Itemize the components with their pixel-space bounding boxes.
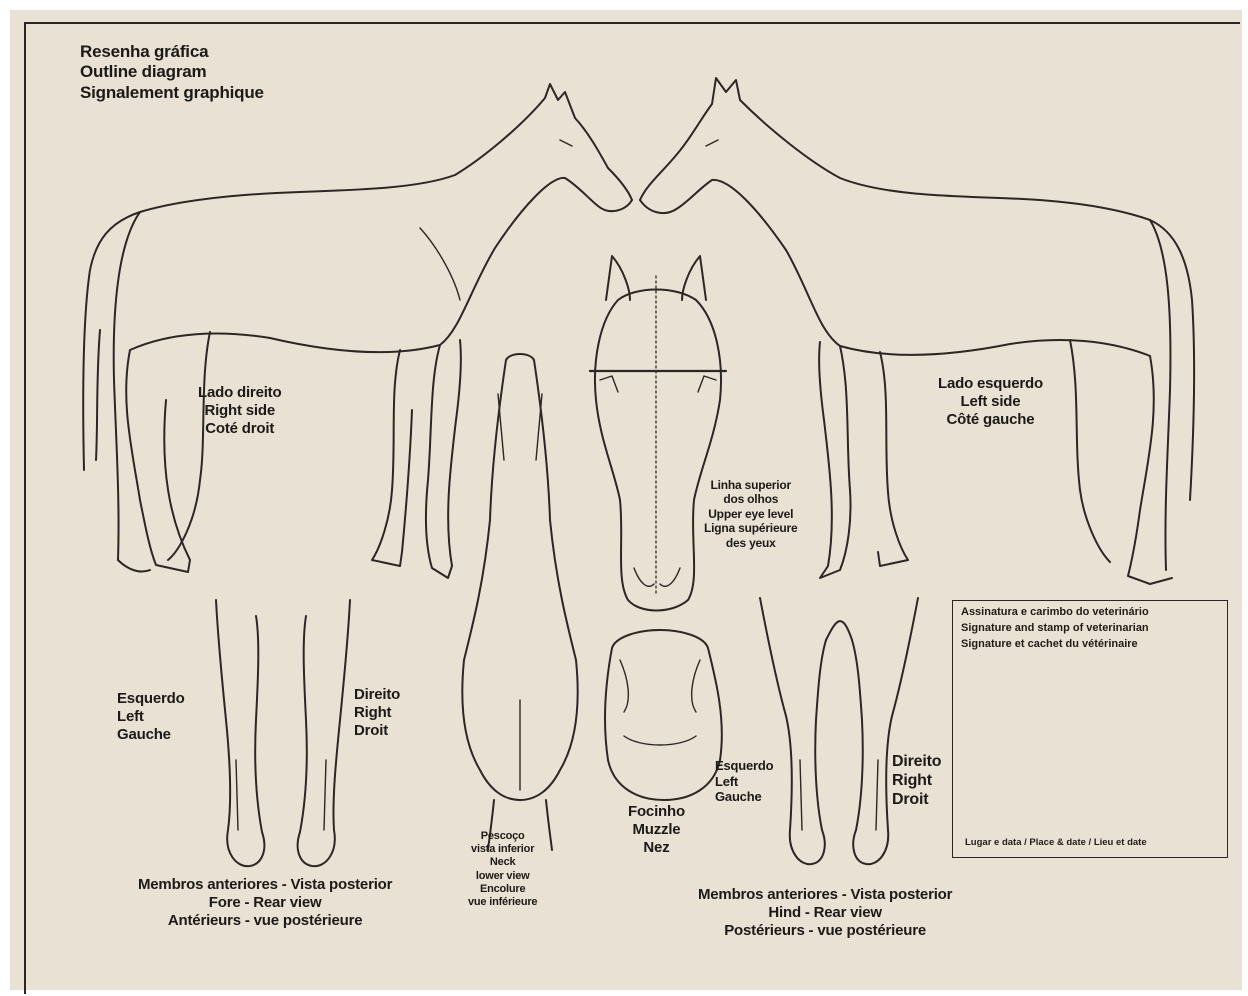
hind-caption-pt: Membros anteriores - Vista posterior: [698, 886, 952, 904]
hind-left-label: Esquerdo Left Gauche: [715, 758, 773, 805]
left-side-pt: Lado esquerdo: [938, 375, 1043, 393]
fore-legs-rear-view-outline: [216, 600, 350, 866]
title-pt: Resenha gráfica: [80, 42, 264, 62]
neck-label: Pescoço vista inferior Neck lower view E…: [468, 830, 537, 909]
neck-fr1: Encolure: [468, 883, 537, 896]
left-side-fr: Côté gauche: [938, 411, 1043, 429]
head-front-view-outline: [590, 256, 726, 611]
hind-caption-en: Hind - Rear view: [698, 904, 952, 922]
fore-legs-caption: Membros anteriores - Vista posterior For…: [138, 876, 392, 930]
neck-en2: lower view: [468, 870, 537, 883]
right-side-label: Lado direito Right side Coté droit: [198, 384, 281, 438]
muzzle-outline: [605, 630, 722, 800]
eye-level-en: Upper eye level: [704, 507, 798, 521]
fore-right-pt: Direito: [354, 686, 400, 704]
hind-right-label: Direito Right Droit: [892, 752, 941, 810]
neck-lower-view-outline: [462, 354, 577, 850]
fore-left-en: Left: [117, 708, 185, 726]
left-side-en: Left side: [938, 393, 1043, 411]
signature-box[interactable]: Assinatura e carimbo do veterinário Sign…: [952, 600, 1228, 858]
fore-right-fr: Droit: [354, 722, 400, 740]
place-date-label: Lugar e data / Place & date / Lieu et da…: [965, 837, 1147, 848]
fore-right-en: Right: [354, 704, 400, 722]
hind-right-en: Right: [892, 771, 941, 790]
hind-left-en: Left: [715, 774, 773, 790]
fore-caption-en: Fore - Rear view: [138, 894, 392, 912]
eye-level-pt2: dos olhos: [704, 492, 798, 506]
right-side-en: Right side: [198, 402, 281, 420]
eye-level-pt1: Linha superior: [704, 478, 798, 492]
left-side-label: Lado esquerdo Left side Côté gauche: [938, 375, 1043, 429]
fore-right-label: Direito Right Droit: [354, 686, 400, 740]
signature-pt: Assinatura e carimbo do veterinário: [961, 605, 1149, 621]
right-side-pt: Lado direito: [198, 384, 281, 402]
hind-left-fr: Gauche: [715, 789, 773, 805]
eye-level-fr1: Ligna supérieure: [704, 521, 798, 535]
diagram-title: Resenha gráfica Outline diagram Signalem…: [80, 42, 264, 103]
fore-left-fr: Gauche: [117, 726, 185, 744]
signature-fr: Signature et cachet du vétérinaire: [961, 637, 1149, 653]
eye-level-fr2: des yeux: [704, 536, 798, 550]
hind-left-pt: Esquerdo: [715, 758, 773, 774]
title-fr: Signalement graphique: [80, 83, 264, 103]
neck-fr2: vue inférieure: [468, 896, 537, 909]
neck-pt2: vista inferior: [468, 843, 537, 856]
muzzle-pt: Focinho: [628, 803, 685, 821]
signature-en: Signature and stamp of veterinarian: [961, 621, 1149, 637]
fore-caption-pt: Membros anteriores - Vista posterior: [138, 876, 392, 894]
muzzle-label: Focinho Muzzle Nez: [628, 803, 685, 857]
signature-box-title: Assinatura e carimbo do veterinário Sign…: [961, 605, 1149, 653]
muzzle-fr: Nez: [628, 839, 685, 857]
right-side-fr: Coté droit: [198, 420, 281, 438]
hind-legs-caption: Membros anteriores - Vista posterior Hin…: [698, 886, 952, 940]
hind-right-pt: Direito: [892, 752, 941, 771]
hind-legs-rear-view-outline: [760, 598, 918, 864]
muzzle-en: Muzzle: [628, 821, 685, 839]
neck-en1: Neck: [468, 856, 537, 869]
hind-caption-fr: Postérieurs - vue postérieure: [698, 922, 952, 940]
hind-right-fr: Droit: [892, 790, 941, 809]
fore-left-label: Esquerdo Left Gauche: [117, 690, 185, 744]
eye-level-label: Linha superior dos olhos Upper eye level…: [704, 478, 798, 550]
neck-pt1: Pescoço: [468, 830, 537, 843]
fore-caption-fr: Antérieurs - vue postérieure: [138, 912, 392, 930]
fore-left-pt: Esquerdo: [117, 690, 185, 708]
title-en: Outline diagram: [80, 62, 264, 82]
